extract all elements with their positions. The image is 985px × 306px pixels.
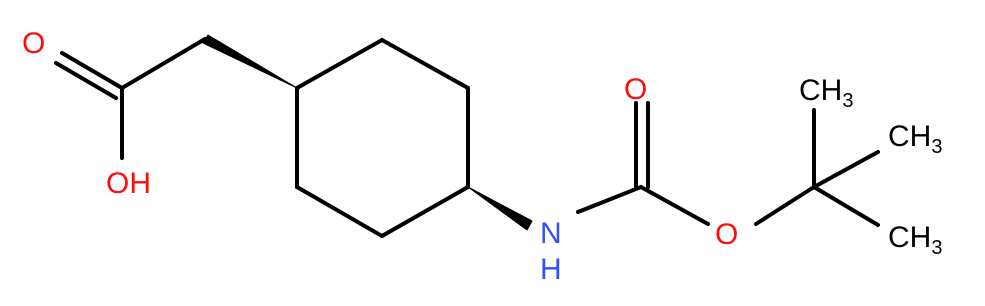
cyclohexane-ring <box>295 38 470 238</box>
boc-group <box>576 101 880 227</box>
methyl-right-label: CH3 <box>888 120 942 158</box>
bond-carbonyl-left-a <box>60 51 124 90</box>
amine-nitrogen-label: N <box>540 217 562 250</box>
carbonyl-oxygen-right-label: O <box>624 73 647 106</box>
bond-n-carbonyl <box>576 185 643 214</box>
bond-ester-tbu <box>754 185 816 226</box>
amine-hydrogen-label: H <box>540 253 562 286</box>
methyl-bottom-label: CH3 <box>888 221 942 259</box>
methyl-top-label: CH3 <box>799 74 853 112</box>
carbonyl-oxygen-left-label: O <box>22 27 45 60</box>
wedge-bond-nh <box>467 186 533 231</box>
bond-tbu-methyl-bottom <box>812 185 880 227</box>
ring-bond-2 <box>380 38 470 90</box>
bond-tbu-methyl-right <box>812 150 880 189</box>
acetic-acid-group <box>54 37 207 160</box>
wedge-bond-ch2 <box>202 34 298 89</box>
ring-bond-5 <box>295 185 384 238</box>
hydroxyl-label: OH <box>106 167 151 200</box>
bond-ch2-cooh <box>120 37 207 90</box>
bond-carbonyl-left-b <box>54 61 118 100</box>
bond-carbonyl-ester <box>639 185 710 226</box>
ring-bond-4 <box>380 185 470 238</box>
ring-bond-1 <box>295 38 384 90</box>
ester-oxygen-label: O <box>715 218 738 251</box>
